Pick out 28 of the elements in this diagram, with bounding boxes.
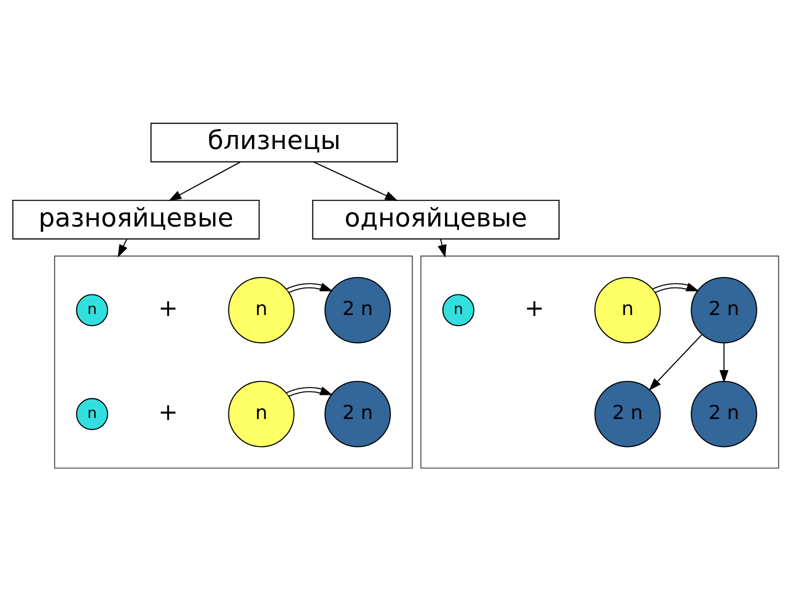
arrow [286, 386, 333, 398]
arrow [648, 334, 702, 391]
node-box: однояйцевые [312, 200, 560, 240]
label: + [158, 398, 178, 426]
arrow [719, 342, 728, 383]
node-circle: n [594, 276, 661, 344]
node-circle: n [442, 294, 474, 326]
arrow [652, 282, 700, 294]
node-circle: 2 n [324, 380, 391, 448]
arrow [438, 238, 446, 258]
label: + [158, 294, 178, 322]
arrow [168, 162, 241, 201]
node-box: разнояйцевые [12, 200, 260, 240]
node-circle: 2 n [594, 380, 661, 448]
label: + [524, 294, 544, 322]
node-circle: 2 n [324, 276, 391, 344]
node-circle: n [228, 380, 294, 448]
arrow [314, 161, 398, 201]
cluster [54, 256, 413, 469]
node-circle: 2 n [690, 380, 758, 448]
node-circle: 2 n [690, 276, 758, 344]
arrow [286, 282, 333, 294]
node-box: близнецы [150, 122, 398, 162]
cluster [420, 256, 780, 469]
node-circle: n [76, 294, 108, 326]
node-circle: n [228, 276, 294, 344]
arrow [118, 238, 128, 258]
node-circle: n [76, 398, 108, 430]
